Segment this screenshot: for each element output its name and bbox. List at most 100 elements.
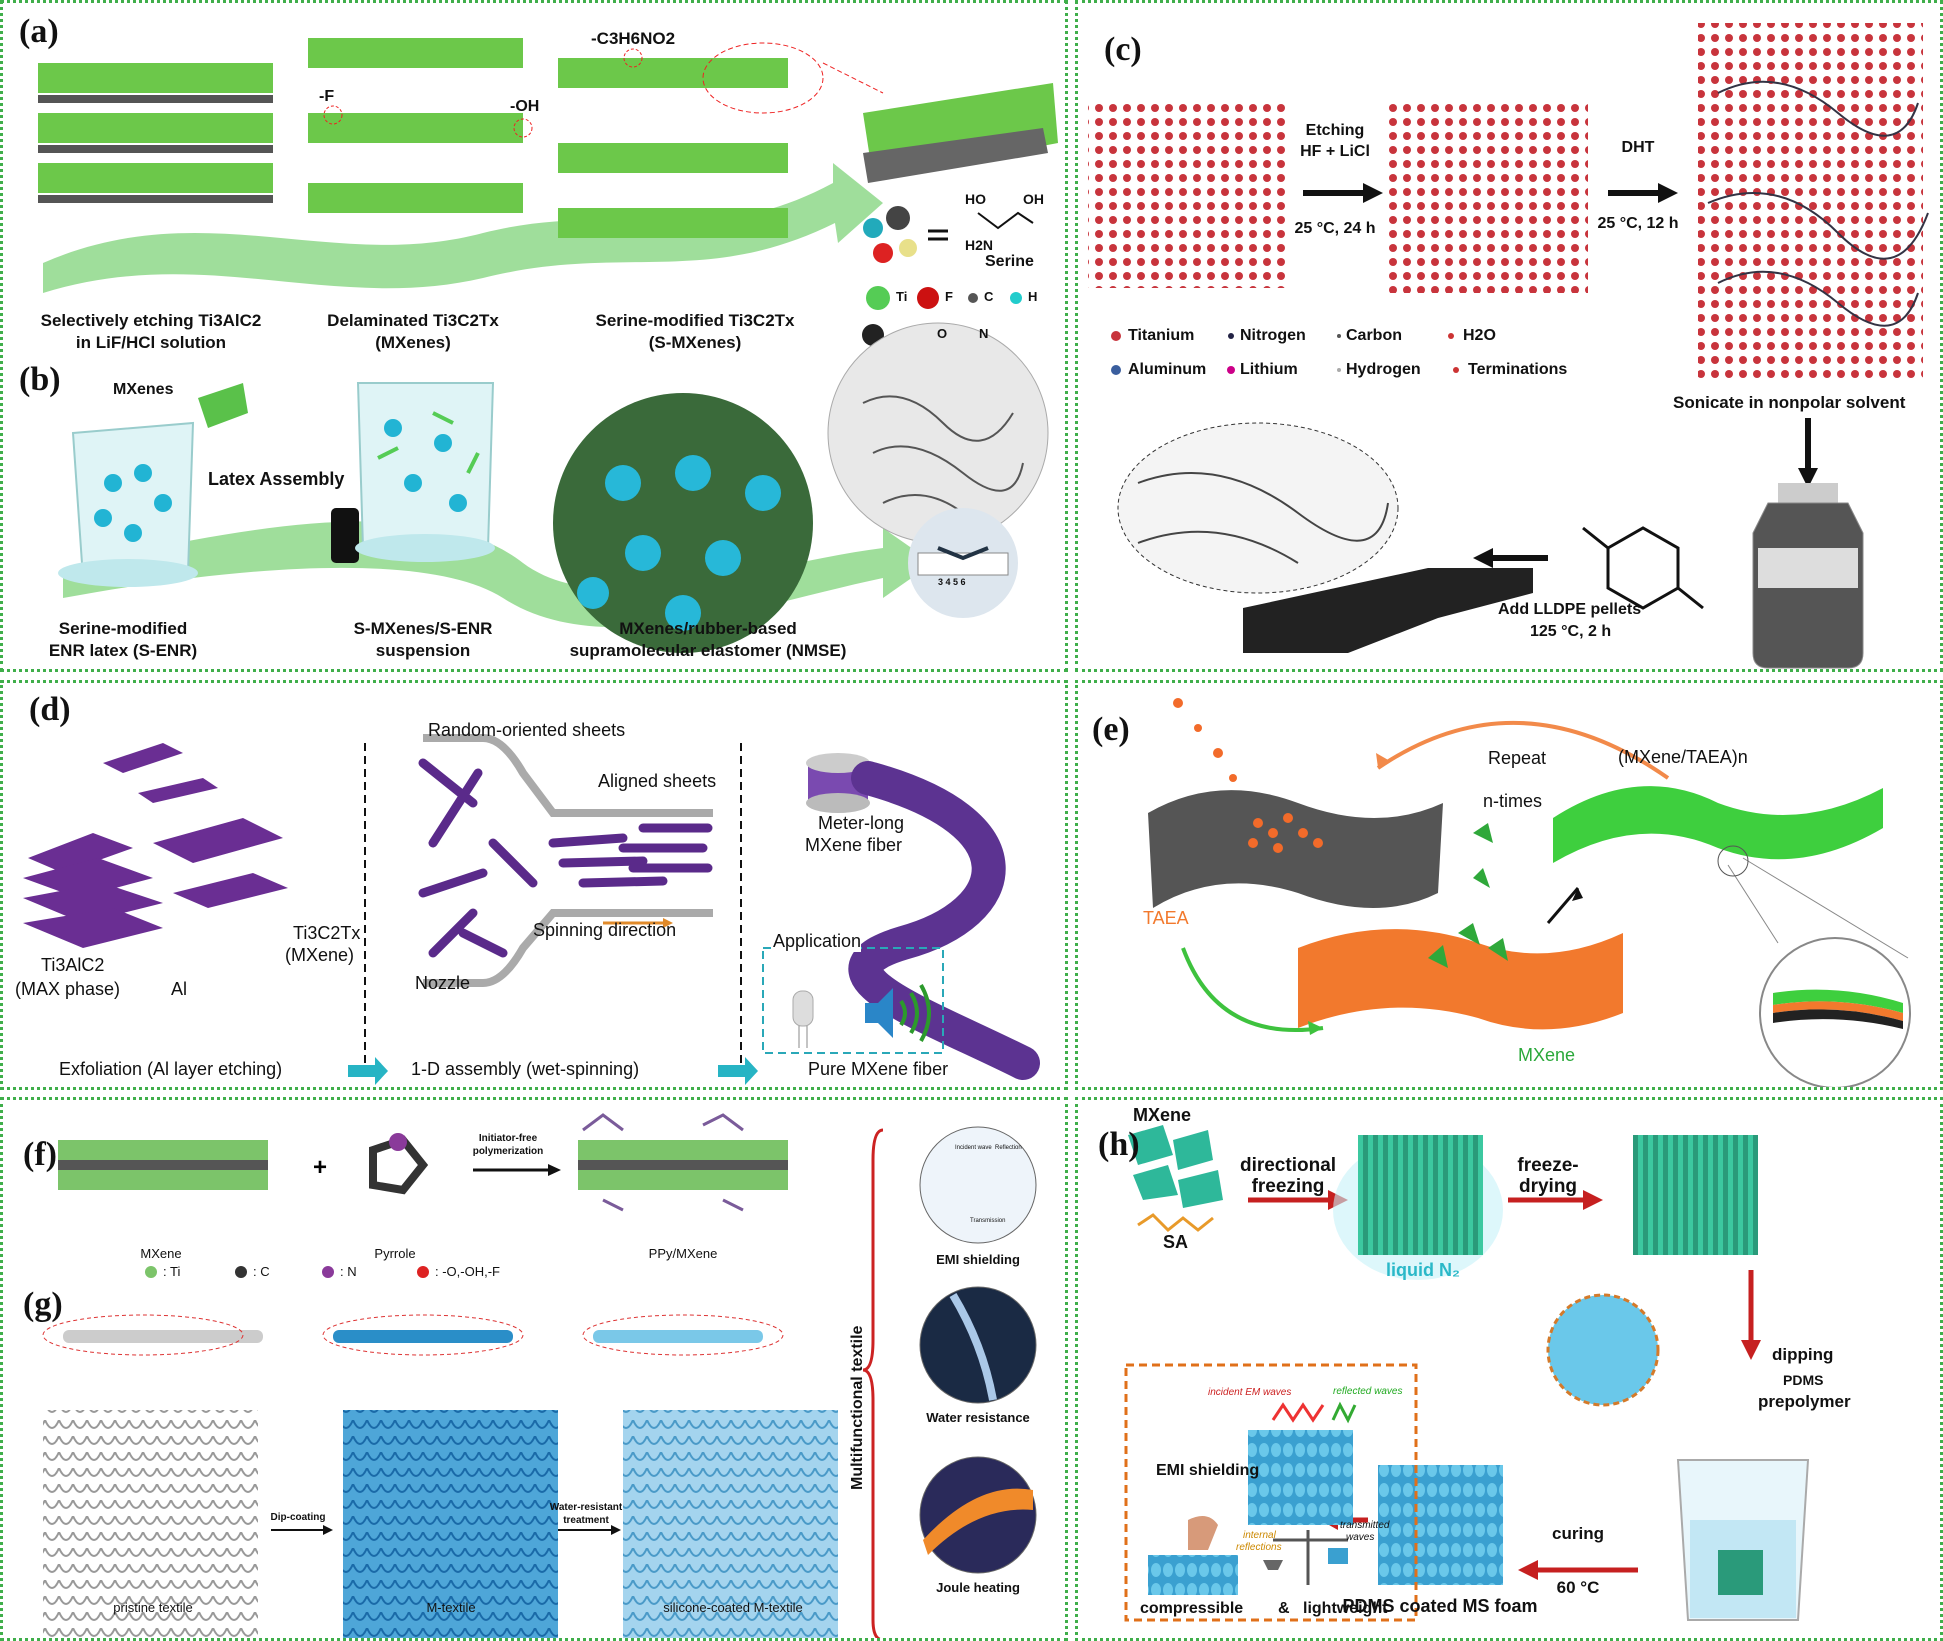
initiator-label: Initiator-free bbox=[478, 1133, 538, 1144]
frozen-block bbox=[1358, 1135, 1483, 1255]
taea-particles bbox=[1173, 698, 1323, 853]
meter-long-label: Meter-long bbox=[818, 813, 905, 833]
legend-lithium: Lithium bbox=[1240, 361, 1298, 378]
zoom-circle bbox=[1117, 422, 1399, 594]
assembly-label: 1-D assembly (wet-spinning) bbox=[411, 1059, 640, 1079]
panel-ab: (a) -C3H6NO2 -F -OH HO OH H2N Serine Ti … bbox=[0, 0, 1068, 672]
directional-label: directional bbox=[1239, 1155, 1337, 1176]
repeat-arrow bbox=[1376, 720, 1670, 780]
substrate-sheet bbox=[1148, 790, 1443, 908]
legend-a-c: C bbox=[984, 289, 994, 304]
flow-arrow-a bbox=[43, 163, 883, 293]
pdms-foam bbox=[1378, 1465, 1503, 1585]
step-b2-line2: suspension bbox=[375, 641, 471, 660]
panel-g-label: (g) bbox=[23, 1286, 63, 1323]
emi-shielding-label-h: EMI shielding bbox=[1156, 1462, 1260, 1479]
mxene-label-e: MXene bbox=[1518, 1045, 1576, 1065]
serine-molecule bbox=[863, 206, 1034, 263]
add-pellets-line2: 125 °C, 2 h bbox=[1530, 623, 1612, 640]
step-b3-line2: supramolecular elastomer (NMSE) bbox=[569, 641, 847, 660]
panel-fg-art: + bbox=[42, 1113, 1037, 1638]
sonicate-label: Sonicate in nonpolar solvent bbox=[1673, 393, 1906, 412]
panel-c: (c) Etching HF + LiCl 25 °C, 24 h DHT 25… bbox=[1075, 0, 1943, 672]
mxene-label-f: MXene bbox=[140, 1246, 182, 1261]
stack-layers bbox=[1773, 989, 1903, 1029]
ntimes-label: n-times bbox=[1483, 791, 1543, 811]
nozzle-label: Nozzle bbox=[415, 973, 471, 993]
internal-label: internal bbox=[1243, 1530, 1276, 1541]
compressible-label: compressible bbox=[1140, 1600, 1244, 1617]
mxene-flakes bbox=[1428, 823, 1508, 968]
pyrrole-label: Pyrrole bbox=[374, 1246, 416, 1261]
mxene-sheets-h bbox=[1128, 1125, 1223, 1208]
step-a2-line1: Delaminated Ti3C2Tx bbox=[327, 311, 499, 330]
tem-image bbox=[827, 322, 1049, 544]
properties-box bbox=[1124, 1363, 1418, 1622]
pdms-beaker bbox=[1676, 1459, 1810, 1621]
dht-cond: 25 °C, 12 h bbox=[1597, 215, 1679, 232]
delaminated-stack bbox=[308, 38, 533, 213]
etching-line2: HF + LiCl bbox=[1300, 143, 1370, 160]
dht-label: DHT bbox=[1621, 139, 1655, 156]
mxenes-label: MXenes bbox=[113, 381, 174, 398]
mxenes-flake bbox=[198, 383, 248, 428]
sample-photo bbox=[908, 508, 1018, 618]
serine-modified-stack bbox=[558, 42, 824, 238]
textile-m bbox=[343, 1410, 558, 1638]
panel-d-label: (d) bbox=[29, 691, 71, 728]
step-b1-line1: Serine-modified bbox=[58, 619, 188, 638]
serine-oh-label: OH bbox=[1023, 191, 1044, 207]
freezing-label: freezing bbox=[1251, 1176, 1325, 1197]
mxene-label-d: (MXene) bbox=[285, 945, 355, 965]
panel-c-art bbox=[1088, 23, 1929, 669]
etching-line1: Etching bbox=[1305, 122, 1365, 139]
panel-e: (e) Repeat n-times (MXene/TAEA)n TAEA MX… bbox=[1075, 680, 1943, 1090]
reflected-wave bbox=[1331, 1401, 1357, 1424]
emi-inset bbox=[919, 1126, 1037, 1244]
legend-f-o: : -O,-OH,-F bbox=[435, 1264, 500, 1279]
lightweight-label: lightweight bbox=[1303, 1600, 1388, 1617]
pdms-label: PDMS bbox=[1783, 1372, 1824, 1388]
legend-carbon: Carbon bbox=[1346, 327, 1402, 344]
speaker-icon bbox=[865, 984, 931, 1042]
panel-fg: + (f) Ini bbox=[0, 1097, 1068, 1641]
fiber-mtextile bbox=[322, 1314, 524, 1356]
legend-f-ti: : Ti bbox=[163, 1264, 181, 1279]
step-a3-line2: (S-MXenes) bbox=[648, 333, 742, 352]
fiber-pristine bbox=[42, 1314, 263, 1356]
product-label: (MXene/TAEA)n bbox=[1618, 747, 1748, 767]
ti3c2tx-label: Ti3C2Tx bbox=[293, 923, 361, 943]
beaker-senr bbox=[58, 421, 198, 587]
etched-lattice bbox=[1388, 98, 1588, 293]
black-vial bbox=[331, 508, 359, 563]
multifunctional-label: Multifunctional textile bbox=[849, 1325, 866, 1490]
function-brace bbox=[862, 1128, 884, 1638]
mxene-arrow bbox=[1181, 947, 1324, 1033]
legend-a-f: F bbox=[945, 289, 953, 304]
panel-b-label: (b) bbox=[19, 361, 61, 398]
panel-c-label: (c) bbox=[1104, 31, 1142, 68]
polymerization-label: polymerization bbox=[472, 1146, 544, 1157]
panel-h-art bbox=[1124, 1125, 1810, 1622]
emi-foam bbox=[1248, 1430, 1353, 1525]
compressible-foam bbox=[1148, 1516, 1238, 1595]
mxene-fiber-label: MXene fiber bbox=[805, 835, 903, 855]
pure-fiber-label: Pure MXene fiber bbox=[808, 1059, 949, 1079]
drying-label: drying bbox=[1518, 1176, 1578, 1197]
ppy-mxene-structure bbox=[578, 1113, 788, 1212]
application-label: Application bbox=[773, 931, 862, 952]
liquid-n2-label: liquid N₂ bbox=[1386, 1260, 1460, 1280]
panel-f-label: (f) bbox=[23, 1136, 57, 1173]
mxene-label-h: MXene bbox=[1133, 1105, 1192, 1125]
intercalated-lattice bbox=[1698, 23, 1929, 378]
waves-label: waves bbox=[1346, 1532, 1375, 1543]
panel-h: (h) MXene SA directional freezing liquid… bbox=[1075, 1097, 1943, 1641]
ruler-label: 3 4 5 6 bbox=[938, 577, 966, 587]
step-a1-line2: in LiF/HCl solution bbox=[75, 333, 227, 352]
xylene-structure bbox=[1582, 526, 1704, 610]
beaker-suspension bbox=[355, 382, 495, 562]
step-b3-line1: MXenes/rubber-based bbox=[619, 619, 797, 638]
multilayer-sheet bbox=[1553, 786, 1883, 863]
legend-a-ti: Ti bbox=[896, 289, 908, 304]
coated-textile-label: silicone-coated M-textile bbox=[663, 1600, 803, 1615]
